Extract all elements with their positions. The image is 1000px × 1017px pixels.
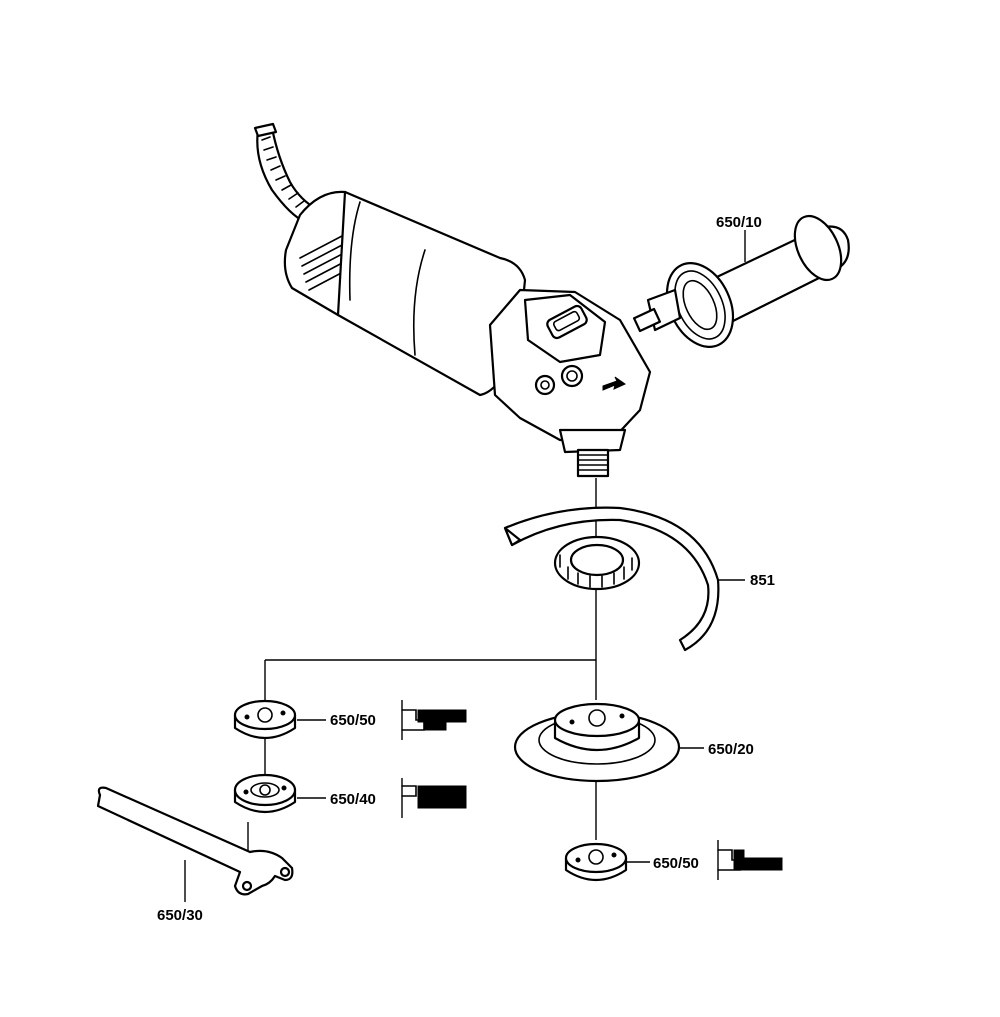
threaded-spindle bbox=[576, 448, 610, 478]
clamp-nut-top bbox=[233, 699, 326, 739]
handle-thread-stud bbox=[632, 307, 662, 333]
label-backing-flange: 650/40 bbox=[330, 791, 376, 808]
angle-grinder-body bbox=[283, 190, 652, 478]
clamp-nut-bottom bbox=[564, 842, 650, 881]
backing-flange bbox=[233, 773, 326, 813]
label-auxiliary-handle: 650/10 bbox=[716, 214, 762, 231]
label-wheel-guard: 851 bbox=[750, 572, 775, 589]
thread-profile-symbol-top bbox=[401, 700, 467, 740]
wheel-guard bbox=[503, 506, 745, 652]
spanner-wrench bbox=[96, 786, 294, 902]
thread-profile-symbol-bottom bbox=[717, 840, 783, 880]
motor-vent-slots bbox=[299, 235, 347, 291]
auxiliary-handle bbox=[632, 214, 850, 348]
label-clamp-nut-bottom: 650/50 bbox=[653, 855, 699, 872]
label-spanner: 650/30 bbox=[157, 907, 203, 924]
thread-profile-symbol-flange bbox=[401, 778, 467, 818]
spindle-lock-button bbox=[546, 304, 588, 340]
label-backing-pad: 650/20 bbox=[708, 741, 754, 758]
arrow-icon bbox=[602, 376, 627, 391]
backing-pad bbox=[513, 702, 704, 783]
label-clamp-nut-top: 650/50 bbox=[330, 712, 376, 729]
